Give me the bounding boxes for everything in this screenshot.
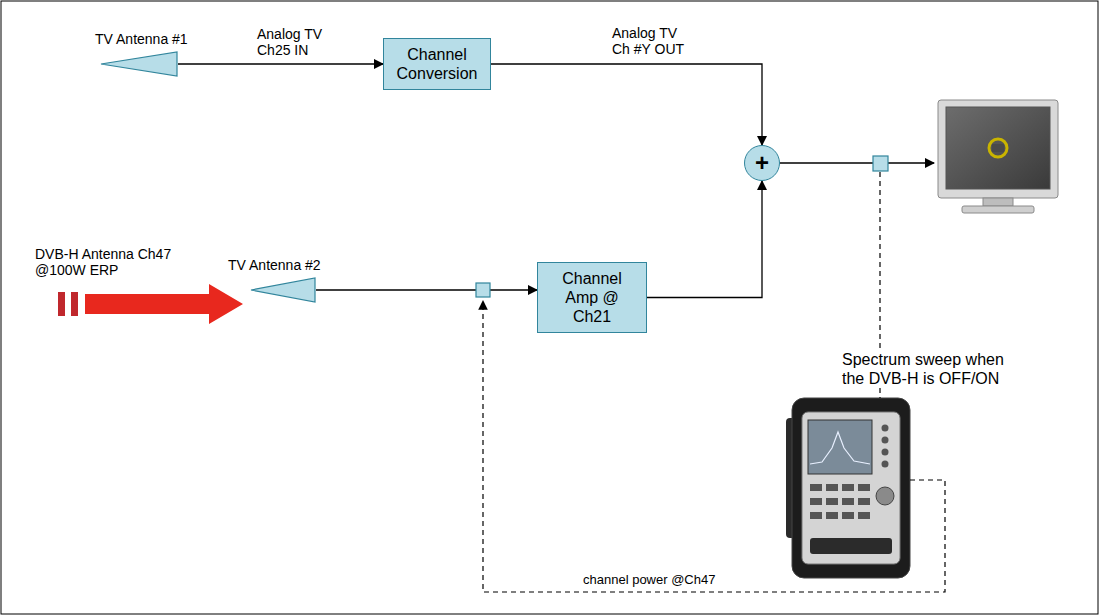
antenna-caption: DVB-H Antenna Ch47 @100W ERP bbox=[35, 246, 175, 278]
antenna-caption: TV Antenna #2 bbox=[228, 257, 321, 273]
analyzer-key bbox=[826, 498, 838, 505]
analyzer-key bbox=[826, 512, 838, 519]
antenna-symbol: TV Antenna #1 bbox=[100, 51, 178, 77]
antenna-triangle bbox=[101, 52, 177, 76]
transmit-antenna: DVB-H Antenna Ch47 @100W ERP bbox=[58, 284, 243, 324]
tv-stand bbox=[962, 206, 1034, 213]
analyzer-key bbox=[882, 461, 889, 468]
coupler-tap bbox=[476, 283, 490, 297]
analyzer-key bbox=[858, 512, 870, 519]
signal-text: Analog TV Ch #Y OUT bbox=[612, 25, 692, 57]
analyzer-key bbox=[826, 484, 838, 491]
note-text: Spectrum sweep when the DVB-H is OFF/ON bbox=[842, 350, 1017, 388]
antenna-label: TV Antenna #2 bbox=[228, 257, 321, 273]
analyzer-trace bbox=[810, 432, 870, 464]
radiation-arrow bbox=[85, 284, 243, 324]
analyzer-key bbox=[810, 484, 822, 491]
tv-bezel bbox=[938, 100, 1058, 198]
analyzer-knob bbox=[876, 487, 894, 505]
signal-connector bbox=[316, 289, 537, 290]
analyzer-case bbox=[792, 398, 910, 578]
analyzer-panel bbox=[802, 412, 900, 564]
analyzer-screen bbox=[808, 420, 872, 474]
spectrum-analyzer bbox=[786, 398, 910, 578]
note-label: channel power @Ch47 bbox=[583, 572, 715, 588]
tv-logo bbox=[989, 139, 1007, 157]
antenna-shape bbox=[250, 277, 316, 303]
tv-logo-gap bbox=[992, 144, 1004, 152]
analyzer-key bbox=[842, 484, 854, 491]
measurement-leader bbox=[483, 301, 945, 592]
analyzer-grip bbox=[810, 538, 892, 554]
analyzer-key bbox=[882, 449, 889, 456]
signal-label: Analog TV Ch25 IN bbox=[257, 26, 337, 58]
tv-set bbox=[938, 100, 1058, 213]
transmit-shape bbox=[58, 284, 243, 324]
antenna-bar bbox=[58, 292, 65, 316]
analyzer-key bbox=[882, 437, 889, 444]
combiner-circle: + bbox=[744, 145, 780, 181]
coupler-tap bbox=[873, 156, 888, 171]
antenna-shape bbox=[100, 51, 178, 77]
process-box: Channel Conversion bbox=[383, 38, 491, 90]
analyzer-key bbox=[858, 484, 870, 491]
tv-neck bbox=[983, 198, 1013, 206]
analyzer-key bbox=[810, 498, 822, 505]
note-text: channel power @Ch47 bbox=[583, 572, 715, 588]
signal-text: Analog TV Ch25 IN bbox=[257, 26, 337, 58]
analyzer-key bbox=[858, 498, 870, 505]
operator-sign: + bbox=[755, 151, 769, 175]
antenna-label: DVB-H Antenna Ch47 @100W ERP bbox=[35, 246, 175, 278]
signal-label: Analog TV Ch #Y OUT bbox=[612, 25, 692, 57]
analyzer-key bbox=[882, 425, 889, 432]
process-box: Channel Amp @ Ch21 bbox=[537, 262, 647, 333]
antenna-bar bbox=[71, 292, 78, 316]
analyzer-key bbox=[842, 498, 854, 505]
analyzer-key bbox=[842, 512, 854, 519]
antenna-label: TV Antenna #1 bbox=[95, 31, 188, 47]
antenna-symbol: TV Antenna #2 bbox=[250, 277, 316, 303]
box-label: Channel Amp @ Ch21 bbox=[546, 269, 638, 326]
note-label: Spectrum sweep when the DVB-H is OFF/ON bbox=[842, 350, 1017, 388]
signal-connector bbox=[491, 64, 762, 145]
analyzer-key bbox=[810, 512, 822, 519]
antenna-caption: TV Antenna #1 bbox=[95, 31, 188, 47]
box-label: Channel Conversion bbox=[392, 45, 482, 83]
tv-screen bbox=[946, 107, 1050, 189]
signal-connector bbox=[178, 63, 383, 64]
signal-connector bbox=[647, 181, 762, 298]
antenna-triangle bbox=[251, 278, 315, 302]
signal-line bbox=[780, 162, 934, 163]
